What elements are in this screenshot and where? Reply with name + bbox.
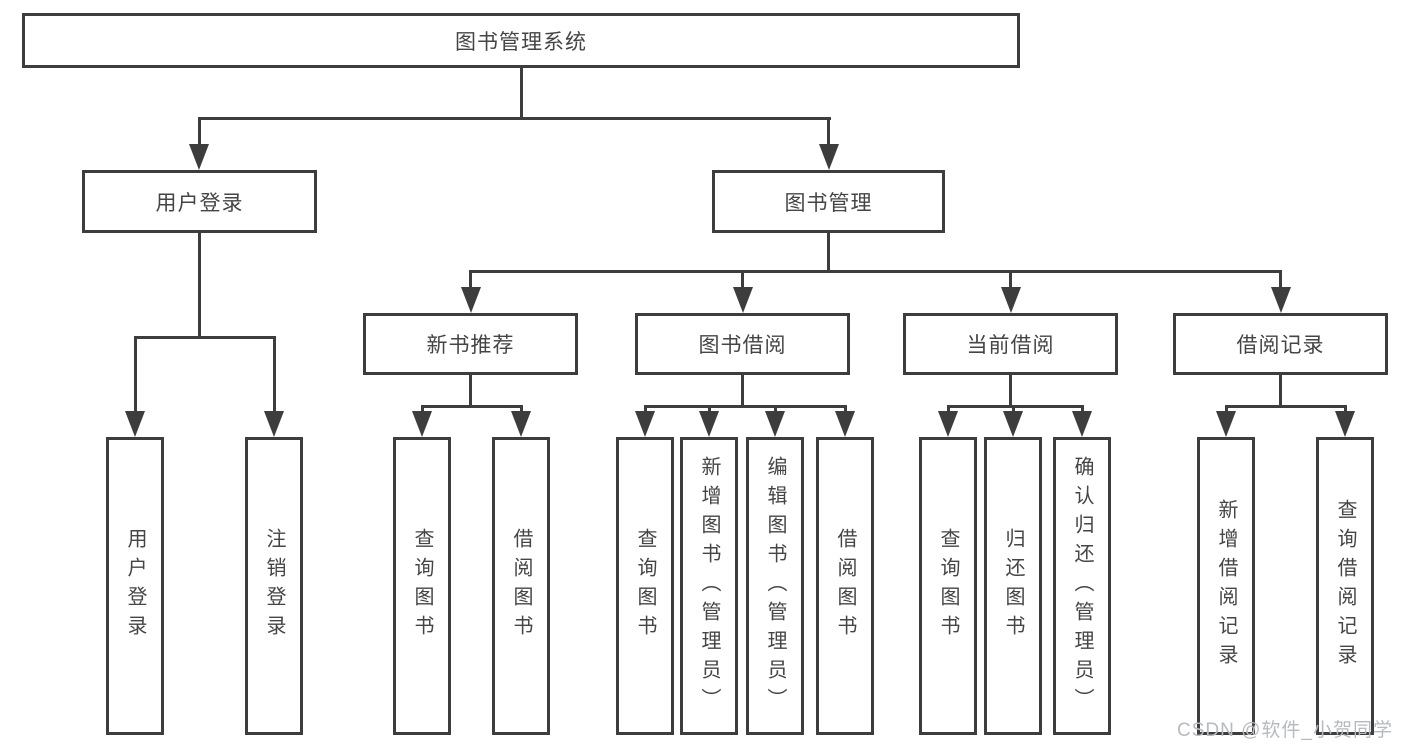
leaf-label: 归还图书 <box>1002 528 1024 644</box>
connector-drop <box>1343 405 1347 415</box>
node-label: 图书管理 <box>784 191 873 215</box>
leaf-label: 用户登录 <box>124 528 146 644</box>
node-label: 当前借阅 <box>966 334 1055 357</box>
connector-drop-leaf-logout <box>272 336 276 414</box>
connector-drop <box>773 405 777 415</box>
connector-group3-split <box>946 405 1084 408</box>
csdn-watermark: CSDN @软件_小贺同学 <box>1177 720 1393 741</box>
arrow-to-new-book <box>460 287 481 313</box>
node-new-book-recommend: 新书推荐 <box>363 313 578 375</box>
leaf-label: 确认归还（管理员） <box>1071 455 1093 717</box>
leaf-label: 注销登录 <box>263 528 285 644</box>
connector-drop <box>1224 405 1228 415</box>
connector-group3-stem <box>1009 375 1012 408</box>
leaf-return-books: 归还图书 <box>984 437 1042 735</box>
leaf-edit-book-admin: 编辑图书（管理员） <box>746 437 804 735</box>
node-label: 新书推荐 <box>426 334 515 357</box>
connector-group4-split <box>1224 405 1347 408</box>
connector-drop <box>420 405 424 415</box>
leaf-label: 查询图书 <box>937 528 959 644</box>
leaf-label: 查询借阅记录 <box>1334 499 1356 673</box>
arrow-to-leaf <box>1216 411 1236 437</box>
leaf-borrow-books: 借阅图书 <box>816 437 874 735</box>
leaf-query-books-recommend: 查询图书 <box>393 437 451 735</box>
connector-drop-borrow-records <box>1279 270 1282 290</box>
leaf-label: 编辑图书（管理员） <box>764 455 786 717</box>
node-borrow-records: 借阅记录 <box>1173 313 1388 375</box>
node-book-management: 图书管理 <box>712 170 945 233</box>
arrow-to-borrow-records <box>1270 287 1291 313</box>
arrow-to-leaf-login <box>125 411 145 437</box>
connector-drop <box>1080 405 1084 415</box>
connector-drop <box>946 405 950 415</box>
connector-user-login-split <box>133 336 275 339</box>
arrow-to-leaf <box>699 411 719 437</box>
leaf-borrow-books-recommend: 借阅图书 <box>492 437 550 735</box>
connector-drop <box>1011 405 1015 415</box>
leaf-user-login: 用户登录 <box>106 437 164 735</box>
connector-drop-book-borrow <box>741 270 744 290</box>
node-label: 用户登录 <box>155 191 244 215</box>
leaf-query-books-current: 查询图书 <box>919 437 977 735</box>
arrow-to-leaf-logout <box>264 411 284 437</box>
leaf-query-books-borrow: 查询图书 <box>616 437 674 735</box>
connector-drop-leaf-login <box>133 336 137 414</box>
connector-group1-split <box>420 405 523 408</box>
node-label: 图书借阅 <box>698 334 787 357</box>
connector-root-split <box>197 117 831 120</box>
node-book-borrow: 图书借阅 <box>635 313 850 375</box>
arrow-to-current-borrow <box>1000 287 1021 313</box>
arrow-to-leaf <box>1072 411 1092 437</box>
node-label: 图书管理系统 <box>455 30 587 54</box>
leaf-label: 查询图书 <box>411 528 433 644</box>
leaf-logout: 注销登录 <box>245 437 303 735</box>
connector-drop <box>643 405 647 415</box>
connector-drop-book-management <box>827 117 830 147</box>
leaf-add-book-admin: 新增图书（管理员） <box>680 437 738 735</box>
arrow-to-leaf <box>635 411 655 437</box>
connector-group1-stem <box>469 375 472 408</box>
connector-drop <box>707 405 711 415</box>
arrow-to-leaf <box>835 411 855 437</box>
connector-group2-stem <box>741 375 744 408</box>
arrow-to-book-borrow <box>732 287 753 313</box>
leaf-label: 新增借阅记录 <box>1215 499 1237 673</box>
arrow-to-leaf <box>412 411 432 437</box>
leaf-add-borrow-record: 新增借阅记录 <box>1197 437 1255 735</box>
leaf-label: 查询图书 <box>634 528 656 644</box>
connector-book-management-split <box>469 270 1282 273</box>
leaf-confirm-return-admin: 确认归还（管理员） <box>1053 437 1111 735</box>
leaf-label: 借阅图书 <box>510 528 532 644</box>
arrow-to-leaf <box>765 411 785 437</box>
connector-drop-current-borrow <box>1009 270 1012 290</box>
leaf-query-borrow-record: 查询借阅记录 <box>1316 437 1374 735</box>
connector-drop <box>843 405 847 415</box>
connector-user-login-stem <box>197 233 201 338</box>
connector-group4-stem <box>1279 375 1282 408</box>
arrow-to-leaf <box>1003 411 1023 437</box>
connector-drop-user-login <box>197 117 201 147</box>
node-library-management-system: 图书管理系统 <box>22 13 1020 68</box>
connector-book-management-stem <box>827 233 830 273</box>
arrow-to-user-login <box>189 144 209 170</box>
leaf-label: 新增图书（管理员） <box>698 455 720 717</box>
node-user-login: 用户登录 <box>82 170 317 233</box>
arrow-to-leaf <box>511 411 531 437</box>
connector-drop-new-book <box>469 270 472 290</box>
arrow-to-leaf <box>938 411 958 437</box>
node-label: 借阅记录 <box>1236 334 1325 357</box>
arrow-to-leaf <box>1335 411 1355 437</box>
connector-root-stem <box>519 68 523 119</box>
leaf-label: 借阅图书 <box>834 528 856 644</box>
node-current-borrow: 当前借阅 <box>903 313 1118 375</box>
connector-group2-split <box>643 405 847 408</box>
arrow-to-book-management <box>818 144 839 170</box>
connector-drop <box>519 405 523 415</box>
